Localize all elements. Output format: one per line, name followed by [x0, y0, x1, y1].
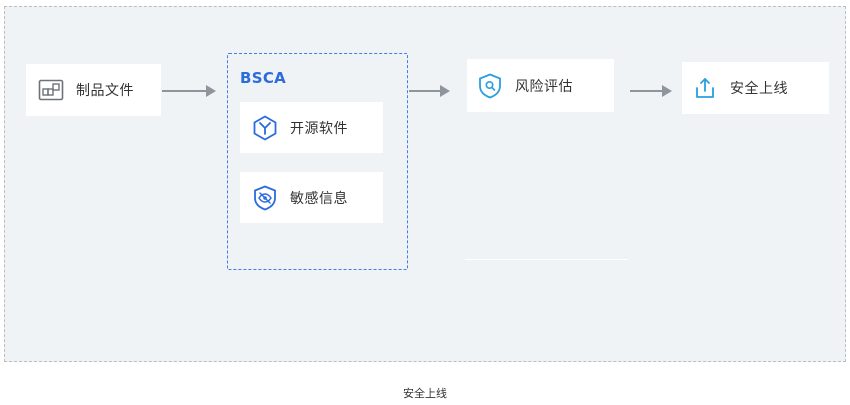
node-release-label: 安全上线 — [730, 81, 788, 97]
node-open-source: 开源软件 — [240, 102, 383, 153]
arrow-head-icon — [206, 85, 216, 97]
edge-artifact-to-bsca — [162, 85, 216, 97]
bsca-group-title: BSCA — [240, 69, 287, 87]
diagram-canvas — [4, 6, 846, 362]
node-risk: 风险评估 — [467, 59, 614, 112]
file-grid-icon — [38, 77, 64, 103]
bsca-group — [227, 53, 408, 270]
divider-line — [465, 259, 628, 260]
node-artifact-label: 制品文件 — [76, 83, 134, 99]
edge-risk-to-release — [630, 85, 672, 97]
shield-search-icon — [477, 73, 503, 99]
node-sensitive-label: 敏感信息 — [290, 190, 348, 207]
node-risk-label: 风险评估 — [515, 78, 573, 95]
node-release: 安全上线 — [682, 62, 829, 114]
figure-caption: 安全上线 — [403, 387, 447, 400]
node-artifact: 制品文件 — [26, 64, 161, 116]
node-open-source-label: 开源软件 — [290, 120, 348, 137]
shield-eye-icon — [252, 185, 278, 211]
arrow-head-icon — [662, 85, 672, 97]
arrow-head-icon — [440, 85, 450, 97]
edge-bsca-to-risk — [409, 85, 450, 97]
hexagon-y-icon — [252, 114, 278, 141]
upload-icon — [692, 75, 718, 101]
node-sensitive: 敏感信息 — [240, 172, 383, 223]
